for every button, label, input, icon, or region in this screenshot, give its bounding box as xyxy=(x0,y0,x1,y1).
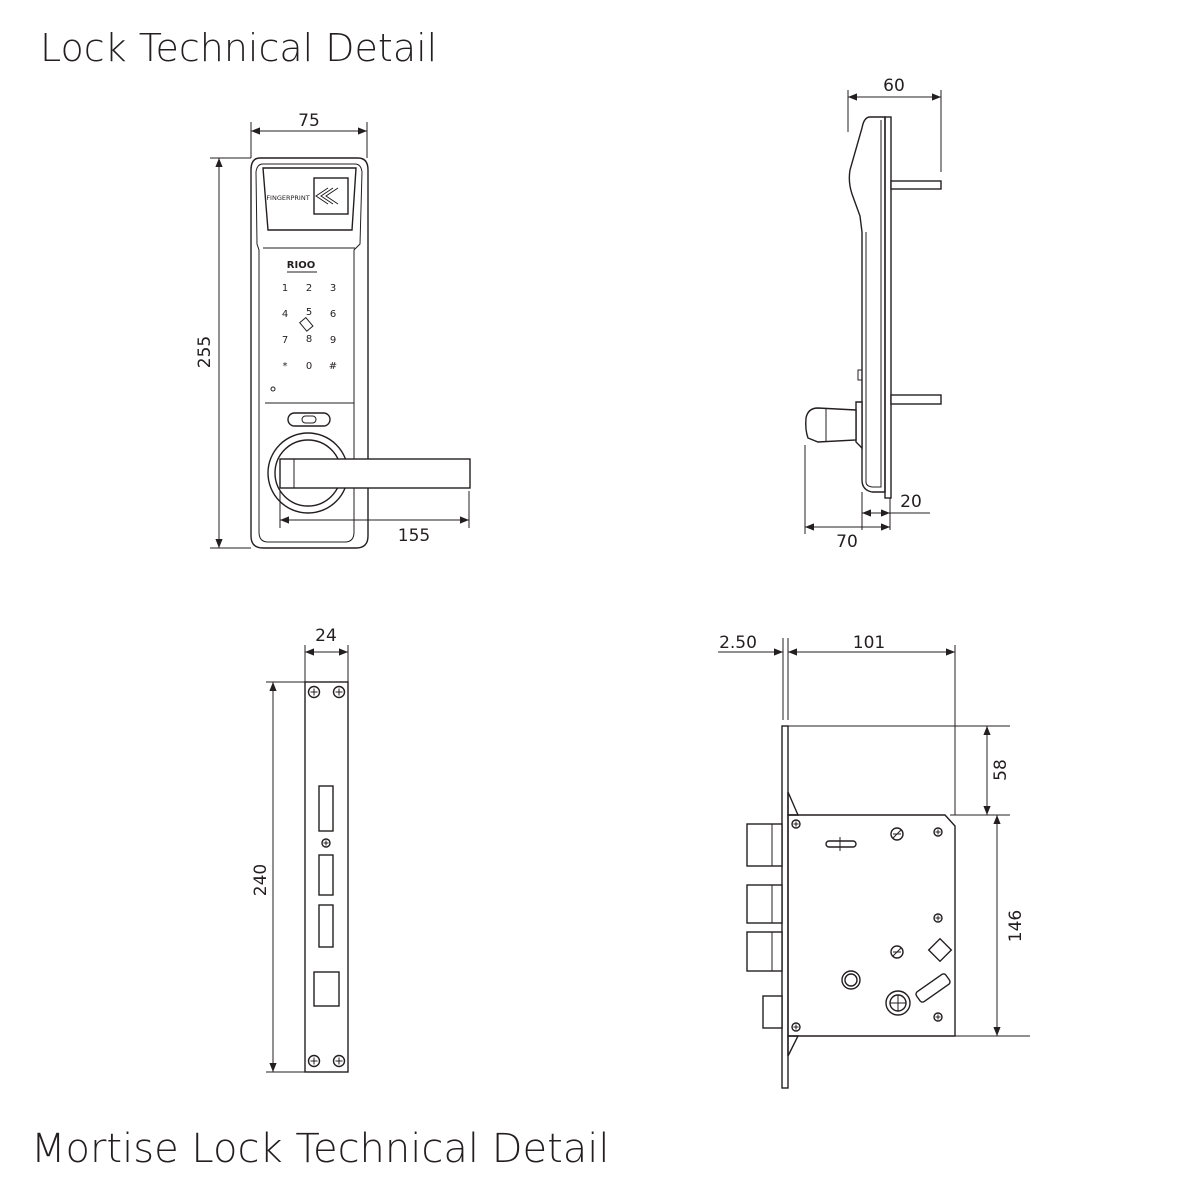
handle-dimension-label: 155 xyxy=(398,526,430,546)
key-cover xyxy=(287,412,331,427)
screw-icon xyxy=(307,685,346,1068)
mortise-front-plate xyxy=(781,725,789,1089)
latch-slot xyxy=(825,840,857,848)
keypad-key: 5 xyxy=(306,307,312,318)
faceplate xyxy=(304,681,349,1073)
mortise-body xyxy=(787,814,956,1037)
bolt-opening-lower xyxy=(318,904,334,948)
latch-opening xyxy=(318,785,334,832)
fingerprint-label: FINGERPRINT xyxy=(266,194,309,202)
keypad-key: 0 xyxy=(306,361,312,372)
indicator-light xyxy=(270,386,276,392)
handle-depth-dimension-label: 70 xyxy=(836,532,858,552)
door-plate xyxy=(884,116,892,499)
front-view: 75 255 FINGERPRINT RIOO 1 2 3 4 5 6 7 8 … xyxy=(195,111,471,549)
keypad-key: 6 xyxy=(330,309,336,320)
faceplate-width-dimension-label: 24 xyxy=(315,626,337,646)
cylinder-hole xyxy=(841,970,861,990)
spindle-bar-bottom xyxy=(890,394,942,405)
keypad-key: 7 xyxy=(282,335,288,346)
offset-dimension-label: 58 xyxy=(991,759,1011,781)
spindle-hole xyxy=(927,937,953,963)
width-dimension-label: 75 xyxy=(298,111,320,131)
keypad-key: 8 xyxy=(306,334,312,345)
lock-technical-detail-title: Lock Technical Detail xyxy=(40,26,438,70)
keypad: 1 2 3 4 5 6 7 8 9 * 0 # xyxy=(282,283,337,372)
keypad-key: 1 xyxy=(282,283,288,294)
depth-dimension-label: 60 xyxy=(883,76,905,96)
lock-profile xyxy=(848,116,886,493)
bolt-lower xyxy=(746,931,783,972)
thickness-dimension-label: 20 xyxy=(900,492,922,512)
fingerprint-icon xyxy=(315,187,339,205)
bolt-opening-upper xyxy=(318,854,334,896)
height-dimension-label: 255 xyxy=(195,336,215,368)
fingerprint-window xyxy=(262,167,357,231)
fingerprint-sensor xyxy=(313,177,349,215)
keypad-key: 2 xyxy=(306,283,312,294)
keypad-key: 3 xyxy=(330,283,336,294)
cam-hole xyxy=(885,990,911,1016)
faceplate-height-dimension-label: 240 xyxy=(251,864,271,896)
keypad-key: 9 xyxy=(330,335,336,346)
bolt-upper xyxy=(746,884,783,924)
body-width-dimension-label: 101 xyxy=(853,633,885,653)
spindle-bar-top xyxy=(890,180,942,190)
screw-icon xyxy=(791,819,943,1032)
keypad-key: # xyxy=(329,361,337,372)
deadbolt xyxy=(762,995,783,1029)
side-view: 60 20 70 xyxy=(804,76,942,552)
lock-body-outline xyxy=(250,157,369,549)
plate-thickness-dimension-label: 2.50 xyxy=(719,633,757,653)
mortise-view: 2.50 101 58 146 xyxy=(718,633,1030,1089)
faceplate-view: 24 240 xyxy=(251,626,349,1073)
deadbolt-opening xyxy=(313,971,340,1007)
mortise-lock-technical-detail-title: Mortise Lock Technical Detail xyxy=(31,1126,610,1172)
brand-logo: RIOO xyxy=(287,260,315,271)
card-icon xyxy=(299,316,314,332)
handle-lever xyxy=(279,458,471,489)
body-height-dimension-label: 146 xyxy=(1006,910,1026,942)
handle-side xyxy=(805,407,857,443)
latch-bolt xyxy=(746,823,783,867)
keypad-key: * xyxy=(283,361,288,372)
keypad-key: 4 xyxy=(282,309,288,320)
angled-slot xyxy=(915,973,951,1003)
